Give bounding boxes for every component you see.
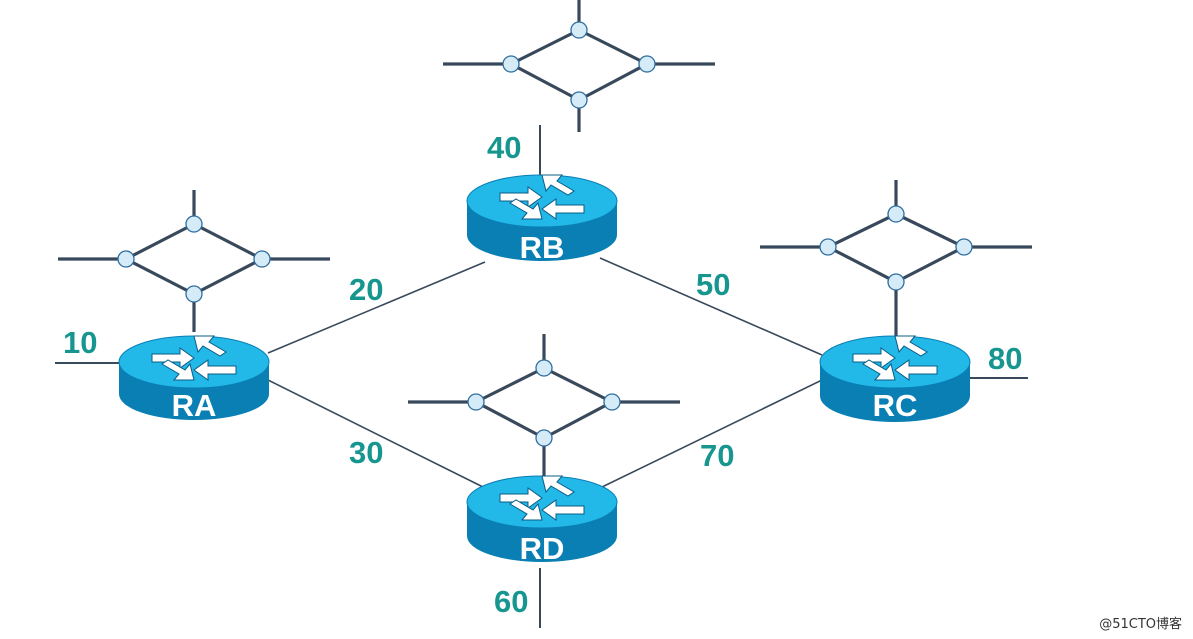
label-rd-rc: 70 — [700, 438, 734, 473]
subnet-node — [535, 429, 553, 447]
subnet-node — [570, 91, 588, 109]
subnet-node — [117, 250, 135, 268]
router-rd[interactable]: RD — [466, 475, 618, 566]
subnet-rd — [408, 334, 680, 478]
subnet-rc — [760, 180, 1032, 336]
label-rb-rc: 50 — [696, 267, 730, 302]
subnet-node — [253, 250, 271, 268]
link-ra-rd — [267, 379, 486, 489]
subnet-node — [887, 205, 905, 223]
watermark: @51CTO博客 — [1099, 616, 1182, 632]
subnet-node — [502, 55, 520, 73]
subnet-node — [570, 21, 588, 39]
link-rd-rc — [599, 379, 823, 489]
subnet-node — [638, 55, 656, 73]
router-ra[interactable]: RA — [118, 335, 270, 423]
subnet-node — [535, 359, 553, 377]
label-ra-stub: 10 — [63, 325, 97, 360]
stub-lines — [55, 125, 1028, 628]
network-labels: 10 20 30 40 50 60 70 80 — [63, 130, 1022, 619]
router-rd-name: RD — [520, 531, 565, 566]
subnet-node — [185, 285, 203, 303]
label-ra-rd: 30 — [349, 435, 383, 470]
label-rc-stub: 80 — [988, 341, 1022, 376]
subnet-rb — [443, 0, 715, 132]
router-rb[interactable]: RB — [466, 174, 618, 265]
links — [267, 257, 823, 489]
router-ra-name: RA — [172, 388, 217, 423]
router-rc[interactable]: RC — [819, 335, 971, 423]
link-ra-rb — [267, 261, 486, 354]
subnet-node — [955, 238, 973, 256]
subnet-node — [887, 273, 905, 291]
router-rc-name: RC — [873, 388, 918, 423]
subnet-node — [603, 393, 621, 411]
label-rd-stub: 60 — [494, 584, 528, 619]
subnet-node — [467, 393, 485, 411]
router-rb-name: RB — [520, 230, 565, 265]
label-rb-stub: 40 — [487, 130, 521, 165]
link-rb-rc — [599, 257, 823, 356]
subnet-node — [819, 238, 837, 256]
subnet-node — [185, 215, 203, 233]
label-ra-rb: 20 — [349, 272, 383, 307]
subnet-ra — [58, 190, 330, 332]
